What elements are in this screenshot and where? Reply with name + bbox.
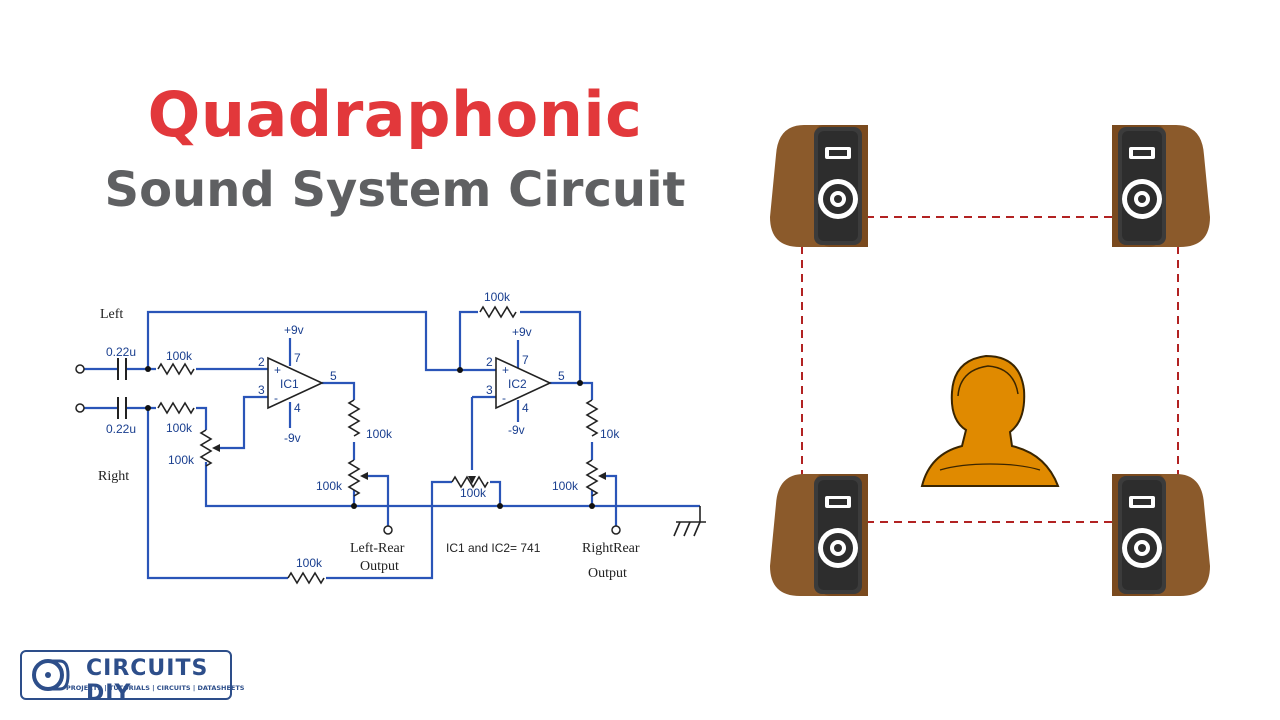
room-dashed-lines [801, 216, 1179, 523]
title-sound-system-circuit: Sound System Circuit [104, 162, 686, 218]
label-ic2-minus: - [502, 391, 506, 405]
resistor-input-bottom [157, 402, 195, 414]
output-terminal-left-rear [383, 525, 393, 535]
label-ic2-pot: 100k [552, 479, 579, 493]
label-right: Right [98, 469, 129, 484]
circuits-diy-logo[interactable]: CIRCUITS DIY PROJECTS | TUTORIALS | CIRC… [20, 650, 244, 706]
label-ic2-pin3: 3 [486, 383, 493, 397]
listener-person-icon [920, 354, 1060, 487]
label-ic1-pot: 100k [316, 479, 343, 493]
label-left-rear-output: Output [360, 559, 399, 574]
resistor-input-top [157, 363, 195, 375]
label-mid-pot: 100k [460, 486, 487, 500]
capacitor-top [117, 358, 127, 380]
label-left: Left [100, 307, 123, 322]
label-ic2-pin5: 5 [558, 369, 565, 383]
label-left-rear: Left-Rear [350, 541, 405, 556]
label-ic1-vplus: +9v [284, 323, 304, 337]
label-ic2-pin2: 2 [486, 355, 493, 369]
label-ic1-pin5: 5 [330, 369, 337, 383]
resistor-feedback [479, 306, 517, 318]
label-ic2-vplus: +9v [512, 325, 532, 339]
pot-ic1 [348, 459, 360, 497]
logo-cd-icon [32, 659, 70, 691]
label-right-rear: RightRear [582, 541, 640, 556]
label-ic1-vminus: -9v [284, 431, 301, 445]
label-ic1-pin4: 4 [294, 401, 301, 415]
label-ic1-plus: + [274, 363, 281, 377]
label-ic1-pin3: 3 [258, 383, 265, 397]
label-ic2-vminus: -9v [508, 423, 525, 437]
input-terminal-right [75, 403, 85, 413]
resistor-ic1-out [348, 399, 360, 437]
resistor-ic2-out [586, 399, 598, 437]
ground-icon [673, 506, 706, 537]
title-quadraphonic: Quadraphonic [147, 78, 643, 151]
label-ic-note: IC1 and IC2= 741 [446, 541, 541, 555]
speaker-front-left-icon [770, 125, 868, 247]
pot-wiper-arrows [212, 444, 606, 484]
label-ic1: IC1 [280, 377, 299, 391]
label-cap-top: 0.22u [106, 345, 136, 359]
label-ic1-pin7: 7 [294, 351, 301, 365]
capacitor-bottom [117, 397, 127, 419]
resistor-bottom [287, 572, 325, 584]
label-right-rear-output: Output [588, 566, 627, 581]
label-ic2-out-r: 10k [600, 427, 620, 441]
speaker-front-right-icon [1112, 125, 1210, 247]
circuit-wires [84, 310, 700, 580]
pot-left [200, 429, 212, 467]
label-feedback-r: 100k [484, 290, 511, 304]
label-cap-bottom: 0.22u [106, 422, 136, 436]
speaker-rear-left-icon [770, 474, 868, 596]
label-bottom-r: 100k [296, 556, 323, 570]
input-terminal-left [75, 364, 85, 374]
label-ic2-plus: + [502, 363, 509, 377]
speaker-room [770, 125, 1210, 596]
logo-name: CIRCUITS DIY [86, 656, 209, 706]
label-ic2-pin4: 4 [522, 401, 529, 415]
logo-tagline: PROJECTS | TUTORIALS | CIRCUITS | DATASH… [66, 684, 245, 692]
label-r-in-bottom: 100k [166, 421, 193, 435]
junction-dots [145, 366, 595, 509]
pot-ic2 [586, 459, 598, 497]
label-pot-left: 100k [168, 453, 195, 467]
opamp-ic1 [267, 356, 324, 410]
output-terminal-right-rear [611, 525, 621, 535]
speaker-rear-right-icon [1112, 474, 1210, 596]
label-ic1-out-r: 100k [366, 427, 393, 441]
label-ic1-pin2: 2 [258, 355, 265, 369]
label-ic2-pin7: 7 [522, 353, 529, 367]
circuit-schematic: Left Right 0.22u 0.22u 100k 100k 100k IC… [75, 290, 706, 584]
opamp-ic2 [495, 356, 552, 410]
label-ic2: IC2 [508, 377, 527, 391]
label-ic1-minus: - [274, 391, 278, 405]
label-r-in-top: 100k [166, 349, 193, 363]
